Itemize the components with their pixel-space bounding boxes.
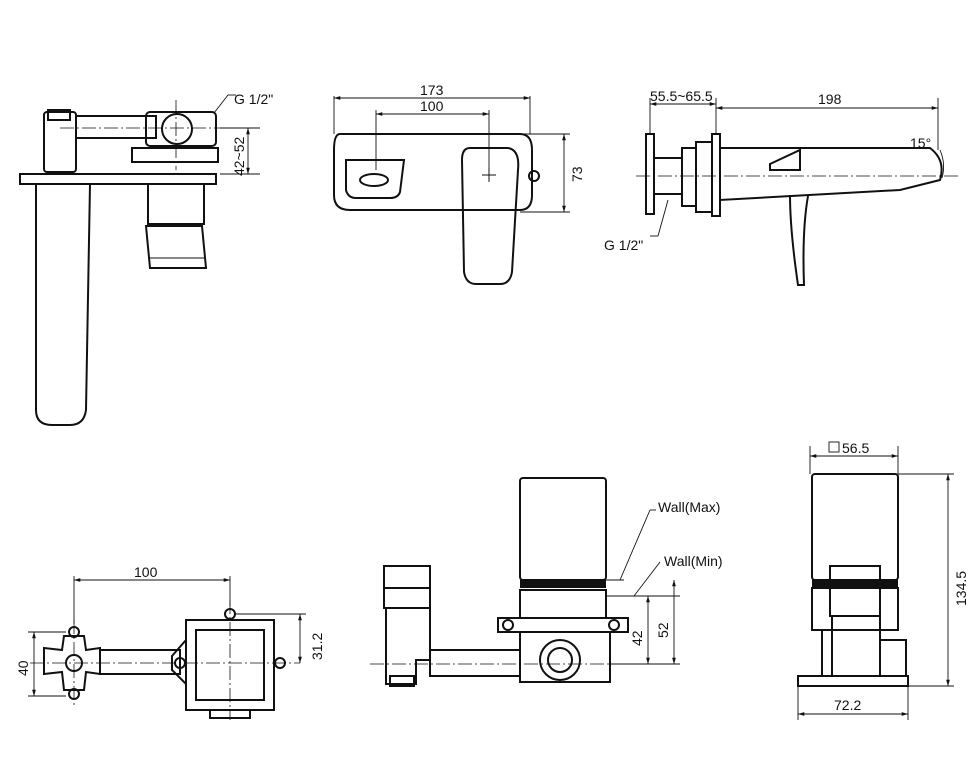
plan-height: 40 bbox=[15, 660, 31, 676]
end-height: 134.5 bbox=[953, 571, 969, 606]
end-view: 56.5 134.5 72.2 bbox=[797, 440, 969, 720]
top-total-width: 173 bbox=[420, 82, 444, 98]
side-view: 55.5~65.5 198 15° G 1/2" bbox=[604, 88, 960, 286]
side-spout-length: 198 bbox=[818, 91, 842, 107]
side-thread-label: G 1/2" bbox=[604, 237, 643, 253]
front-thread-label: G 1/2" bbox=[234, 91, 273, 107]
plan-view: 100 40 31.2 bbox=[15, 564, 325, 720]
side-wall-range: 55.5~65.5 bbox=[650, 88, 713, 104]
wall-max-label: Wall(Max) bbox=[658, 499, 720, 515]
wall-min-label: Wall(Min) bbox=[664, 553, 723, 569]
top-height: 73 bbox=[569, 166, 585, 182]
section-view: 42 52 Wall(Max) Wall(Min) bbox=[370, 477, 723, 687]
front-view: G 1/2" 42~52 bbox=[19, 91, 273, 426]
end-base-width: 72.2 bbox=[834, 697, 861, 713]
end-square-size: 56.5 bbox=[842, 440, 869, 456]
section-max-depth: 52 bbox=[655, 622, 671, 638]
plan-center-distance: 100 bbox=[134, 564, 158, 580]
front-depth-range: 42~52 bbox=[231, 136, 247, 176]
plan-offset: 31.2 bbox=[309, 633, 325, 660]
section-min-depth: 42 bbox=[629, 630, 645, 646]
top-view: 173 100 73 bbox=[333, 82, 585, 285]
top-center-distance: 100 bbox=[420, 98, 444, 114]
side-angle: 15° bbox=[910, 135, 931, 151]
